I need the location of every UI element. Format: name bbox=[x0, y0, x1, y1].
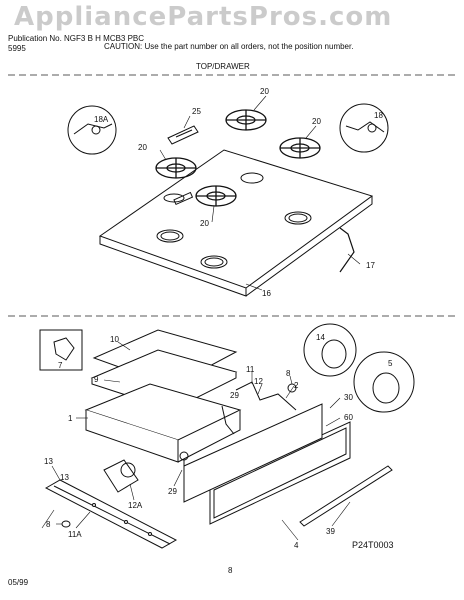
callout-12: 12 bbox=[254, 377, 263, 386]
callout-10: 10 bbox=[110, 335, 119, 344]
callout-60: 60 bbox=[344, 413, 353, 422]
bracket-detail-18a bbox=[67, 105, 117, 155]
callout-18: 18 bbox=[374, 111, 383, 120]
burner-grate-left bbox=[155, 157, 197, 179]
callout-30: 30 bbox=[344, 393, 353, 402]
section-title: TOP/DRAWER bbox=[196, 62, 250, 71]
callout-2: 2 bbox=[294, 381, 299, 390]
pin-29 bbox=[179, 451, 189, 470]
callout-1: 1 bbox=[68, 414, 73, 423]
screw-8 bbox=[61, 520, 71, 528]
vent-trim bbox=[167, 125, 199, 145]
burner-grate-right bbox=[279, 137, 321, 159]
page-number: 8 bbox=[228, 566, 233, 575]
knob-detail-14 bbox=[303, 323, 357, 377]
callout-12a: 12A bbox=[128, 501, 143, 510]
caution-note: CAUTION: Use the part number on all orde… bbox=[104, 42, 354, 51]
drawer-body bbox=[84, 383, 242, 463]
wire-harness bbox=[221, 381, 297, 435]
burner-grate-front bbox=[195, 185, 237, 207]
leader-lines bbox=[41, 95, 361, 541]
burner-rod bbox=[339, 227, 355, 273]
callout-20-back: 20 bbox=[260, 87, 269, 96]
callout-7: 7 bbox=[58, 361, 63, 370]
callout-29-lower: 29 bbox=[168, 487, 177, 496]
callout-16: 16 bbox=[262, 289, 271, 298]
callout-5: 5 bbox=[388, 359, 393, 368]
watermark: AppliancePartsPros.com bbox=[14, 2, 393, 32]
callout-8-upper: 8 bbox=[286, 369, 291, 378]
callout-25: 25 bbox=[192, 107, 201, 116]
callout-29-upper: 29 bbox=[230, 391, 239, 400]
callout-20-front: 20 bbox=[200, 219, 209, 228]
callout-11a: 11A bbox=[68, 530, 82, 539]
bracket-detail-18 bbox=[339, 103, 389, 153]
diagram-code: P24T0003 bbox=[352, 540, 394, 550]
drawer-inner-panel bbox=[183, 403, 323, 503]
callout-18a: 18A bbox=[94, 115, 109, 124]
drawer-rail bbox=[299, 465, 393, 527]
callout-9: 9 bbox=[94, 375, 99, 384]
callout-17: 17 bbox=[366, 261, 375, 270]
callout-8-lower: 8 bbox=[46, 520, 51, 529]
callout-4: 4 bbox=[294, 541, 299, 550]
callout-14: 14 bbox=[316, 333, 325, 342]
bracket-12a bbox=[103, 459, 139, 493]
callout-13-upper: 13 bbox=[44, 457, 53, 466]
burner-grate-back bbox=[225, 109, 267, 131]
callout-13-lower: 13 bbox=[60, 473, 69, 482]
drawer-slide bbox=[44, 479, 178, 549]
callout-11: 11 bbox=[246, 365, 255, 374]
knob-detail-5 bbox=[353, 351, 415, 413]
publication-line: Publication No. NGF3 B H MCB3 PBC bbox=[8, 34, 145, 43]
footer-date: 05/99 bbox=[8, 578, 29, 587]
callout-20-right: 20 bbox=[312, 117, 321, 126]
callout-20-left: 20 bbox=[138, 143, 147, 152]
publication-number: 5995 bbox=[8, 44, 26, 53]
callout-39: 39 bbox=[326, 527, 335, 536]
cooktop-top-panel bbox=[98, 149, 374, 297]
detail-box-7 bbox=[39, 329, 83, 371]
